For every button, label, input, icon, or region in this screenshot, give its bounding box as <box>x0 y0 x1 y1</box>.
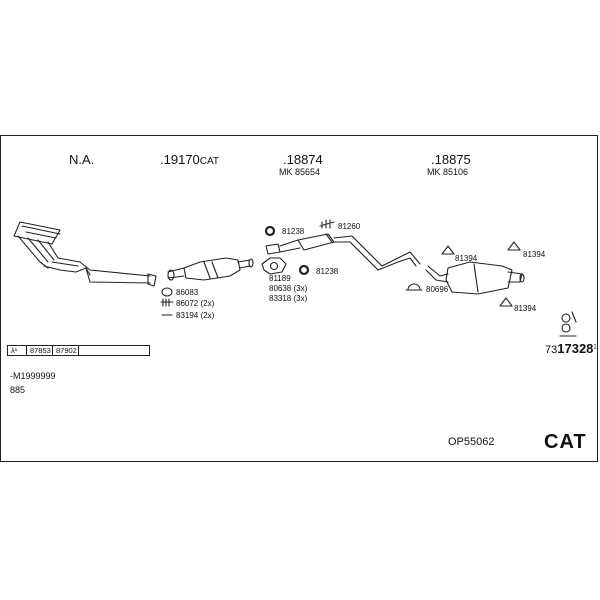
header-middle-pipe: .18874 <box>283 152 323 167</box>
part-83318-label: 83318 (3x) <box>269 294 308 303</box>
ring-81238a-icon <box>264 225 276 237</box>
exhaust-manifold <box>13 221 157 287</box>
rubber-hanger-81394b-icon <box>507 241 521 251</box>
header-na: N.A. <box>69 152 95 167</box>
middle-silencer-pipe <box>265 233 421 271</box>
engine-note: 885 <box>10 385 26 395</box>
mounting-kit-icon <box>559 311 577 337</box>
part-81260-label: 81260 <box>338 222 361 231</box>
drawing-code-prefix: 73 <box>545 344 558 356</box>
ref-empty <box>79 346 149 355</box>
part-81238b-label: 81238 <box>316 267 339 276</box>
header-middle-pipe-mk: MK 85654 <box>279 167 321 177</box>
part-81189-label: 81189 <box>269 274 291 283</box>
header-catalyst-suffix: CAT <box>199 156 220 167</box>
seal-ring-icon <box>161 287 173 297</box>
drawing-code-suffix: 1 <box>593 344 597 351</box>
part-83194-label: 83194 (2x) <box>176 311 215 320</box>
part-81394c-label: 81394 <box>514 304 537 313</box>
drawing-code: 73173281 <box>545 342 597 356</box>
reference-strip: λ¹ 87853 87902 <box>7 345 150 356</box>
part-80696-label: 80696 <box>426 285 449 294</box>
flange-gasket <box>261 257 287 275</box>
rubber-hanger-81394c-icon <box>499 297 513 307</box>
part-86083-label: 86083 <box>176 288 199 297</box>
part-86072-label: 86072 (2x) <box>176 299 215 308</box>
hanger-81260-icon <box>319 219 335 229</box>
part-81394b-label: 81394 <box>523 250 546 259</box>
rear-silencer <box>425 261 525 295</box>
header-catalyst: .19170CAT <box>160 153 219 167</box>
rubber-hanger-81394a-icon <box>441 245 455 255</box>
header-rear-silencer: .18875 <box>431 152 471 167</box>
part-80638-label: 80638 (3x) <box>269 284 308 293</box>
kit-type-cat: CAT <box>544 431 587 453</box>
clamp-80696-icon <box>407 283 421 291</box>
header-catalyst-number: .19170 <box>160 152 200 167</box>
diagram-frame <box>0 135 598 462</box>
catalytic-converter <box>167 257 254 281</box>
kit-id: OP55062 <box>448 436 495 448</box>
ref-lambda: λ¹ <box>8 346 27 355</box>
header-rear-silencer-mk: MK 85106 <box>427 167 469 177</box>
bolt-set-icon <box>160 298 174 307</box>
part-81238a-label: 81238 <box>282 227 305 236</box>
drawing-code-main: 17328 <box>557 341 594 356</box>
ref-87853: 87853 <box>27 346 53 355</box>
ref-87902: 87902 <box>53 346 79 355</box>
part-81394a-label: 81394 <box>455 254 478 263</box>
ring-81238b-icon <box>298 264 310 276</box>
model-range-note: -M1999999 <box>10 371 56 381</box>
